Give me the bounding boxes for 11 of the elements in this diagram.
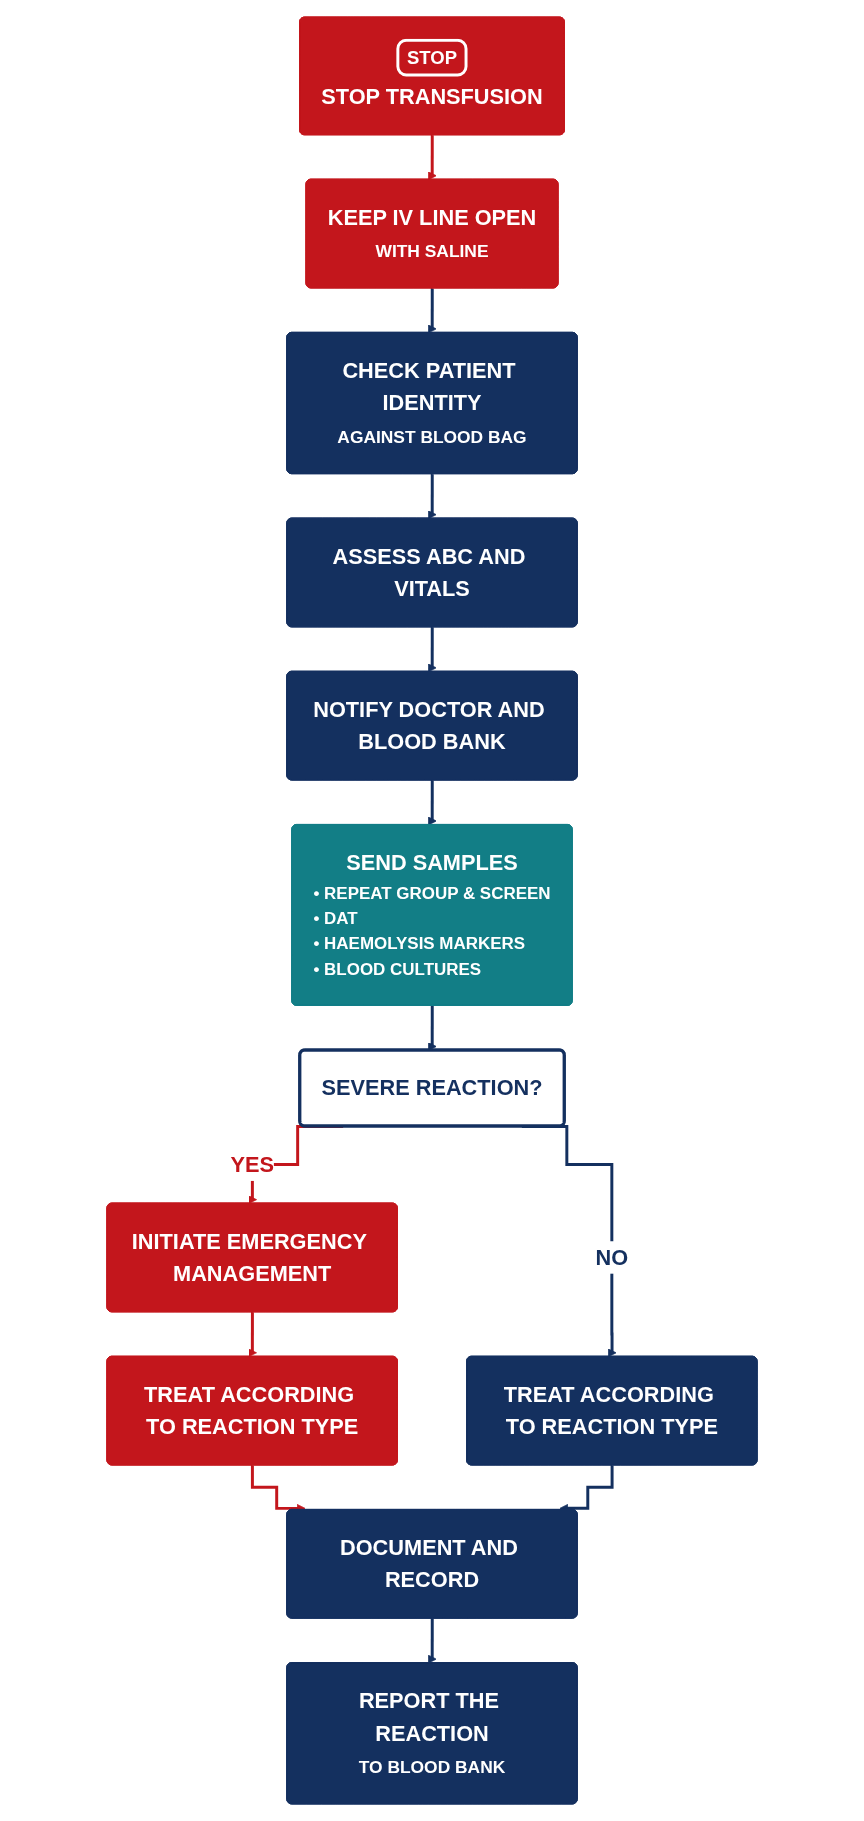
edge-label: YES bbox=[230, 1152, 274, 1177]
arrow bbox=[248, 1310, 257, 1358]
arrow bbox=[428, 286, 437, 334]
edge-label: NO bbox=[595, 1245, 629, 1270]
arrow bbox=[428, 1617, 437, 1664]
arrow bbox=[250, 1464, 306, 1513]
arrow bbox=[428, 133, 437, 181]
arrow bbox=[428, 472, 437, 520]
arrow bbox=[559, 1464, 614, 1513]
arrow bbox=[428, 625, 437, 673]
arrow bbox=[428, 779, 437, 826]
